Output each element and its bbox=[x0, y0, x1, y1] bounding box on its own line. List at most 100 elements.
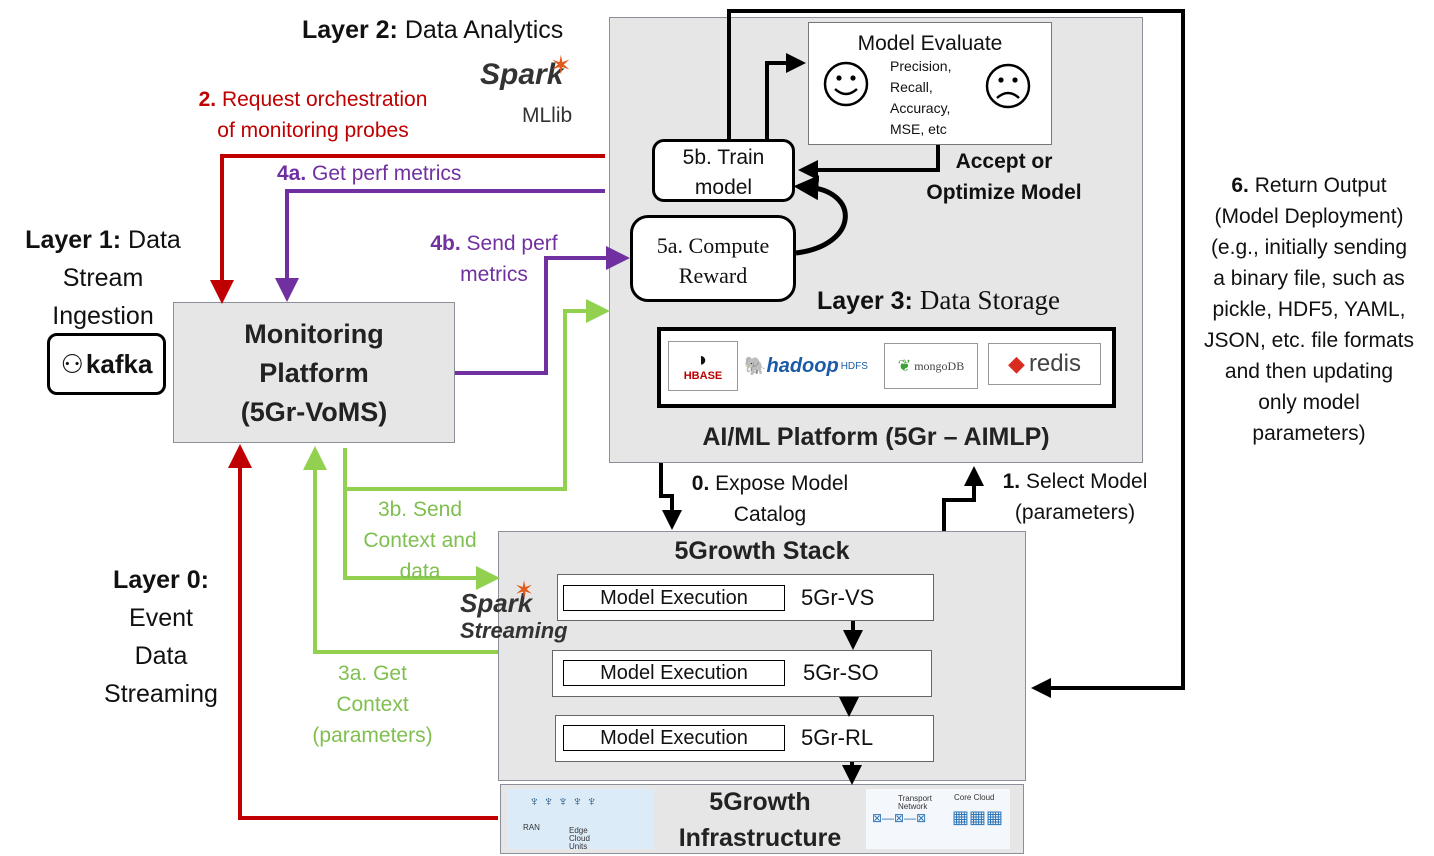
arrow-3a-get-context bbox=[303, 446, 498, 654]
arrow-1-select-model bbox=[942, 466, 984, 531]
aiml-platform-title: AI/ML Platform (5Gr – AIMLP) bbox=[702, 423, 1050, 451]
infra-ran-edge-image: RAN Edge Cloud Units ♆ ♆ ♆ ♆ ♆ bbox=[507, 789, 653, 851]
layer3-name: Data Storage bbox=[919, 285, 1061, 315]
arrow-0-label: 0. Expose Model Catalog bbox=[676, 468, 864, 530]
router-icons: ⊠—⊠—⊠ bbox=[872, 811, 927, 825]
hbase-logo: ◗ HBASE bbox=[668, 341, 738, 391]
model-execution-so-box bbox=[563, 660, 785, 686]
layer1-line1: Data bbox=[128, 226, 181, 254]
stack-row-rl-label: Model Execution bbox=[600, 727, 748, 749]
layer3-prefix: Layer 3: bbox=[817, 287, 913, 315]
train-model-box bbox=[652, 139, 795, 202]
happy-face-icon bbox=[823, 61, 869, 107]
a1-line2: (parameters) bbox=[1014, 501, 1136, 524]
sad-face-icon bbox=[985, 63, 1031, 109]
train-line2: model bbox=[694, 176, 753, 199]
stack-row-rl-component: 5Gr-RL bbox=[801, 725, 874, 750]
stack-row-vs-component: 5Gr-VS bbox=[801, 585, 875, 610]
metric-precision: Precision, bbox=[890, 58, 952, 74]
server-rack-icons: ▦▦▦ bbox=[952, 807, 1004, 827]
spark-mllib-sub: MLlib bbox=[522, 104, 573, 127]
a6-line7: only model bbox=[1258, 391, 1360, 414]
a0-num: 0. bbox=[691, 472, 710, 495]
arrow-3a-label: 3a. Get Context (parameters) bbox=[300, 658, 445, 751]
arrow-4a-label: 4a. Get perf metrics bbox=[277, 162, 461, 186]
ran-label: RAN bbox=[523, 823, 540, 832]
arrow-4b-label: 4b. Send perf metrics bbox=[418, 228, 570, 290]
transport-label: Transport bbox=[898, 794, 932, 803]
accept-optimize-label: Accept or Optimize Model bbox=[908, 146, 1100, 208]
train-model-label: 5b. Train model bbox=[652, 143, 795, 203]
a3b-line2: Context and bbox=[363, 529, 477, 552]
hadoop-logo: 🐘 hadoop HDFS bbox=[744, 343, 868, 389]
spark-streaming-sub: Streaming bbox=[460, 618, 568, 643]
hadoop-word: hadoop bbox=[766, 354, 839, 377]
layer2-heading: Layer 2: Data Analytics bbox=[302, 16, 563, 45]
infra-core-transport-image: Core Cloud Transport Network ▦▦▦ ⊠—⊠—⊠ bbox=[866, 789, 1010, 849]
orca-icon: ◗ bbox=[696, 349, 710, 371]
a2-num: 2. bbox=[198, 88, 217, 111]
arrow-3b-send-context bbox=[343, 299, 610, 491]
a4b-num: 4b. bbox=[430, 232, 461, 255]
elephant-icon: 🐘 bbox=[744, 355, 767, 376]
a4b-line2: metrics bbox=[460, 263, 528, 286]
a4a-num: 4a. bbox=[277, 162, 307, 185]
arrow-0-expose-catalog bbox=[659, 463, 682, 530]
arrow-6-label: 6. Return Output (Model Deployment) (e.g… bbox=[1186, 170, 1432, 449]
kafka-logo: ⚇ kafka bbox=[47, 333, 166, 395]
a0-line1: Expose Model bbox=[715, 472, 849, 495]
arrow-4b-send-perf-metrics bbox=[455, 246, 630, 375]
monitoring-platform-box bbox=[173, 302, 455, 443]
a6-line2: (e.g., initially sending bbox=[1210, 236, 1408, 259]
train-line1: 5b. Train bbox=[682, 146, 765, 169]
infra-line1: 5Growth bbox=[709, 788, 811, 816]
a0-line2: Catalog bbox=[733, 503, 807, 526]
arrow-4a-get-perf-metrics bbox=[275, 189, 605, 302]
redis-cube-icon: ◆ bbox=[1008, 351, 1025, 376]
arrow-1-label: 1. Select Model (parameters) bbox=[988, 466, 1162, 528]
reward-line1: 5a. Compute bbox=[656, 233, 770, 258]
a6-line6: and then updating bbox=[1224, 360, 1394, 383]
cloud-label: Cloud bbox=[569, 834, 590, 843]
a6-line8: parameters) bbox=[1252, 422, 1366, 445]
layer0-prefix: Layer 0: bbox=[113, 566, 209, 594]
a6-line5: JSON, etc. file formats bbox=[1203, 329, 1415, 352]
layer1-line3: Ingestion bbox=[52, 302, 154, 330]
arrow-6-return-output bbox=[727, 9, 1185, 698]
monitoring-line2: Platform bbox=[259, 358, 369, 388]
kafka-word: kafka bbox=[85, 348, 153, 379]
leaf-icon: ❦ bbox=[897, 358, 912, 375]
antenna-icons: ♆ ♆ ♆ ♆ ♆ bbox=[529, 793, 598, 809]
monitoring-line1: Monitoring bbox=[244, 319, 384, 349]
core-cloud-label: Core Cloud bbox=[954, 793, 995, 802]
5growth-infrastructure-label: 5Growth Infrastructure bbox=[655, 784, 865, 856]
compute-reward-label: 5a. Compute Reward bbox=[630, 231, 796, 291]
layer2-prefix: Layer 2: bbox=[302, 16, 398, 44]
spark-mllib-word: Spark bbox=[480, 58, 564, 91]
layer1-heading: Layer 1: Data Stream Ingestion bbox=[14, 221, 192, 335]
model-evaluate-title: Model Evaluate bbox=[857, 32, 1003, 55]
hbase-word: HBASE bbox=[683, 370, 723, 382]
layer1-prefix: Layer 1: bbox=[25, 226, 122, 254]
arrow-3b-to-stack bbox=[343, 489, 500, 590]
infra-line2: Infrastructure bbox=[678, 824, 842, 852]
compute-reward-box bbox=[630, 215, 796, 302]
layer0-heading: Layer 0: Event Data Streaming bbox=[84, 561, 238, 713]
redis-logo: ◆ redis bbox=[988, 343, 1101, 385]
layer0-line2: Data bbox=[134, 642, 188, 670]
a6-line4: pickle, HDF5, YAML, bbox=[1212, 298, 1406, 321]
a6-line3: a binary file, such as bbox=[1213, 267, 1405, 290]
a6-line1: (Model Deployment) bbox=[1214, 205, 1404, 228]
spark-streaming-logo: Spark ✶ Streaming bbox=[460, 577, 568, 643]
a3a-line2: Context bbox=[336, 693, 409, 716]
mongodb-logo: ❦ mongoDB bbox=[884, 343, 978, 389]
layer0-line1: Event bbox=[129, 604, 193, 632]
edge-label: Edge bbox=[569, 826, 588, 835]
spark-star-icon: ✶ bbox=[550, 50, 572, 80]
a2-line1: Request orchestration bbox=[221, 88, 428, 111]
a1-num: 1. bbox=[1002, 470, 1021, 493]
5growth-stack-title: 5Growth Stack bbox=[674, 537, 850, 565]
accept-line2: Optimize Model bbox=[926, 181, 1082, 204]
a6-line0: Return Output bbox=[1254, 174, 1387, 197]
